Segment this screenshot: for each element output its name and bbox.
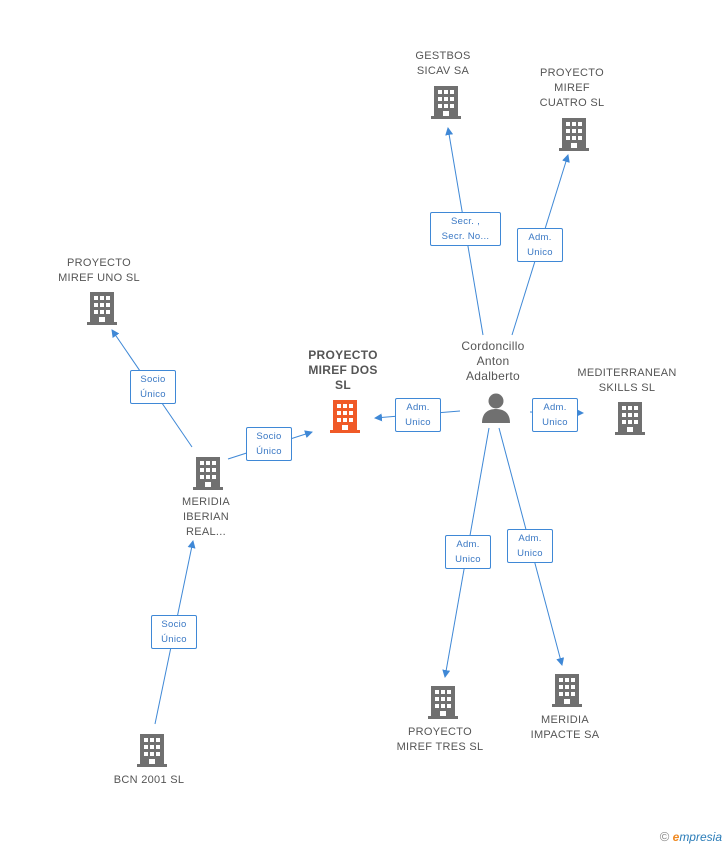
building-icon[interactable] bbox=[426, 684, 460, 720]
building-icon[interactable] bbox=[85, 290, 119, 326]
brand-footer[interactable]: © empresia bbox=[660, 829, 722, 844]
main-company-building-icon[interactable] bbox=[328, 398, 362, 434]
brand-name: mpresia bbox=[679, 830, 722, 844]
role-badge-adm-tres[interactable]: Adm.Unico bbox=[445, 535, 491, 569]
role-badge-adm-mediterranean[interactable]: Adm.Unico bbox=[532, 398, 578, 432]
copyright-symbol: © bbox=[659, 829, 670, 844]
brand-logo-e: e bbox=[672, 830, 680, 844]
role-badge-adm-main[interactable]: Adm.Unico bbox=[395, 398, 441, 432]
person-icon[interactable] bbox=[481, 392, 511, 424]
building-icon[interactable] bbox=[191, 455, 225, 491]
building-icon[interactable] bbox=[135, 732, 169, 768]
role-badge-adm-impacte[interactable]: Adm.Unico bbox=[507, 529, 553, 563]
building-icon[interactable] bbox=[557, 116, 591, 152]
building-icon[interactable] bbox=[613, 400, 647, 436]
role-badge-adm-cuatro[interactable]: Adm.Unico bbox=[517, 228, 563, 262]
building-icon[interactable] bbox=[550, 672, 584, 708]
node-label-bcn-2001[interactable]: BCN 2001 SL bbox=[113, 774, 185, 786]
building-icon[interactable] bbox=[429, 84, 463, 120]
role-badge-secr[interactable]: Secr. ,Secr. No... bbox=[430, 212, 501, 246]
